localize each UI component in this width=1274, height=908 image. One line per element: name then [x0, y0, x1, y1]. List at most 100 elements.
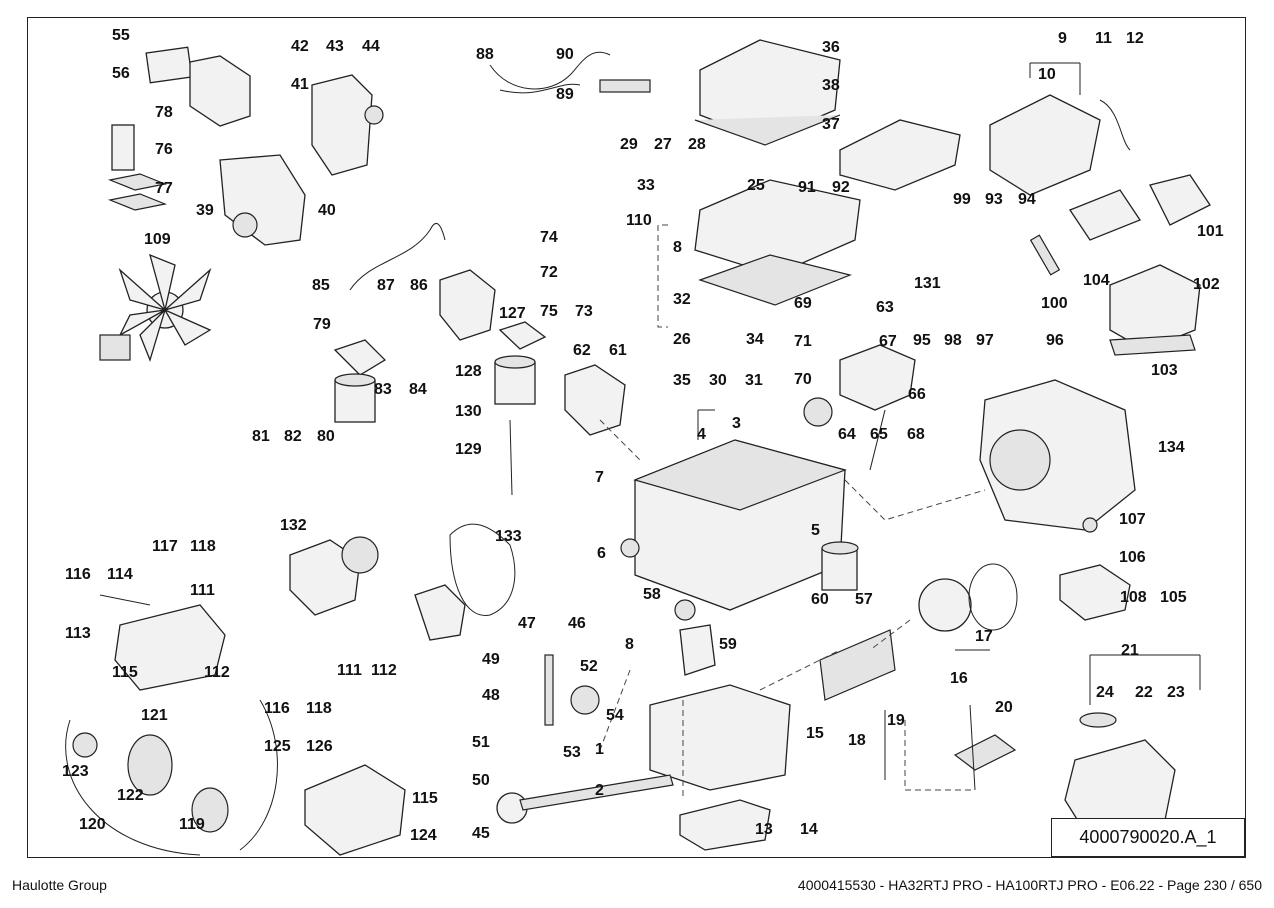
callout-118: 118 [190, 538, 216, 555]
callout-119: 119 [179, 816, 205, 833]
callout-79: 79 [313, 316, 331, 333]
callout-112b: 112 [371, 662, 397, 679]
callout-49: 49 [482, 651, 500, 668]
callout-93: 93 [985, 191, 1003, 208]
callout-13: 13 [755, 821, 773, 838]
callout-89: 89 [556, 86, 574, 103]
callout-21: 21 [1121, 642, 1139, 659]
callout-34: 34 [746, 331, 764, 348]
callout-72: 72 [540, 264, 558, 281]
callout-127: 127 [499, 305, 526, 322]
callout-90: 90 [556, 46, 574, 63]
callout-35: 35 [673, 372, 691, 389]
callout-91: 91 [798, 179, 816, 196]
callout-95: 95 [913, 332, 931, 349]
callout-123: 123 [62, 763, 89, 780]
callout-109: 109 [144, 231, 171, 248]
callout-116b: 116 [264, 700, 290, 717]
callout-29: 29 [620, 136, 638, 153]
flywheel-part [918, 563, 1018, 632]
callout-25: 25 [747, 177, 765, 194]
callout-122: 122 [117, 787, 144, 804]
callout-17: 17 [975, 628, 993, 645]
exhaust-detail-circle [65, 699, 278, 856]
callout-107: 107 [1119, 511, 1146, 528]
callout-87: 87 [377, 277, 395, 294]
figure-reference-box: 4000790020.A_1 [1051, 818, 1245, 857]
callout-129: 129 [455, 441, 482, 458]
callout-15: 15 [806, 725, 824, 742]
callout-63: 63 [876, 299, 894, 316]
callout-100: 100 [1041, 295, 1068, 312]
callout-68: 68 [907, 426, 925, 443]
callout-31: 31 [745, 372, 763, 389]
intake-manifold-part [1109, 264, 1201, 356]
callout-39: 39 [196, 202, 214, 219]
egr-assembly-part [989, 94, 1131, 196]
callout-112: 112 [204, 664, 230, 681]
callout-11: 11 [1095, 30, 1112, 47]
injector-part [1029, 174, 1211, 276]
callout-58: 58 [643, 586, 661, 603]
callout-48: 48 [482, 687, 500, 704]
oil-pan-part [679, 799, 771, 851]
callout-114: 114 [107, 566, 133, 583]
flywheel-housing-part [979, 379, 1136, 531]
water-pump-part [564, 364, 626, 436]
callout-47: 47 [518, 615, 536, 632]
callout-105: 105 [1160, 589, 1187, 606]
callout-75: 75 [540, 303, 558, 320]
callout-83: 83 [374, 381, 392, 398]
callout-1: 1 [595, 741, 604, 758]
callout-77: 77 [155, 180, 173, 197]
callout-3: 3 [732, 415, 741, 432]
callout-94: 94 [1018, 191, 1036, 208]
callout-45: 45 [472, 825, 490, 842]
callout-66: 66 [908, 386, 926, 403]
callout-57: 57 [855, 591, 873, 608]
callout-37: 37 [822, 116, 840, 133]
callout-42: 42 [291, 38, 309, 55]
callout-46: 46 [568, 615, 586, 632]
callout-133: 133 [495, 528, 522, 545]
callout-121: 121 [141, 707, 168, 724]
camshaft-part [496, 774, 674, 824]
callout-23: 23 [1167, 684, 1185, 701]
callout-19: 19 [887, 712, 905, 729]
callout-55: 55 [112, 27, 130, 44]
callout-14: 14 [800, 821, 818, 838]
fuel-filter-part [333, 339, 387, 423]
callout-12: 12 [1126, 30, 1144, 47]
callout-52: 52 [580, 658, 598, 675]
callout-92: 92 [832, 179, 850, 196]
cylinder-head-part [694, 179, 861, 306]
callout-101: 101 [1197, 223, 1224, 240]
callout-134: 134 [1158, 439, 1185, 456]
callout-40: 40 [318, 202, 336, 219]
callout-111b: 111 [337, 662, 362, 679]
callout-60: 60 [811, 591, 829, 608]
alternator-part [289, 536, 379, 616]
callout-98: 98 [944, 332, 962, 349]
callout-131: 131 [914, 275, 941, 292]
callout-80: 80 [317, 428, 335, 445]
callout-118b: 118 [306, 700, 332, 717]
figure-reference: 4000790020.A_1 [1079, 827, 1217, 847]
callout-44: 44 [362, 38, 380, 55]
callout-84: 84 [409, 381, 427, 398]
callout-38: 38 [822, 77, 840, 94]
connecting-rod-part [953, 704, 1017, 791]
callout-99: 99 [953, 191, 971, 208]
callout-2: 2 [595, 782, 604, 799]
callout-8b: 8 [625, 636, 634, 653]
callout-86: 86 [410, 277, 428, 294]
callout-16: 16 [950, 670, 968, 687]
callout-102: 102 [1193, 276, 1220, 293]
callout-62: 62 [573, 342, 591, 359]
injection-lines-part [489, 52, 651, 94]
callout-22: 22 [1135, 684, 1153, 701]
oil-pump-part [311, 74, 384, 176]
callout-110: 110 [626, 212, 652, 229]
callout-28: 28 [688, 136, 706, 153]
callout-120: 120 [79, 816, 106, 833]
